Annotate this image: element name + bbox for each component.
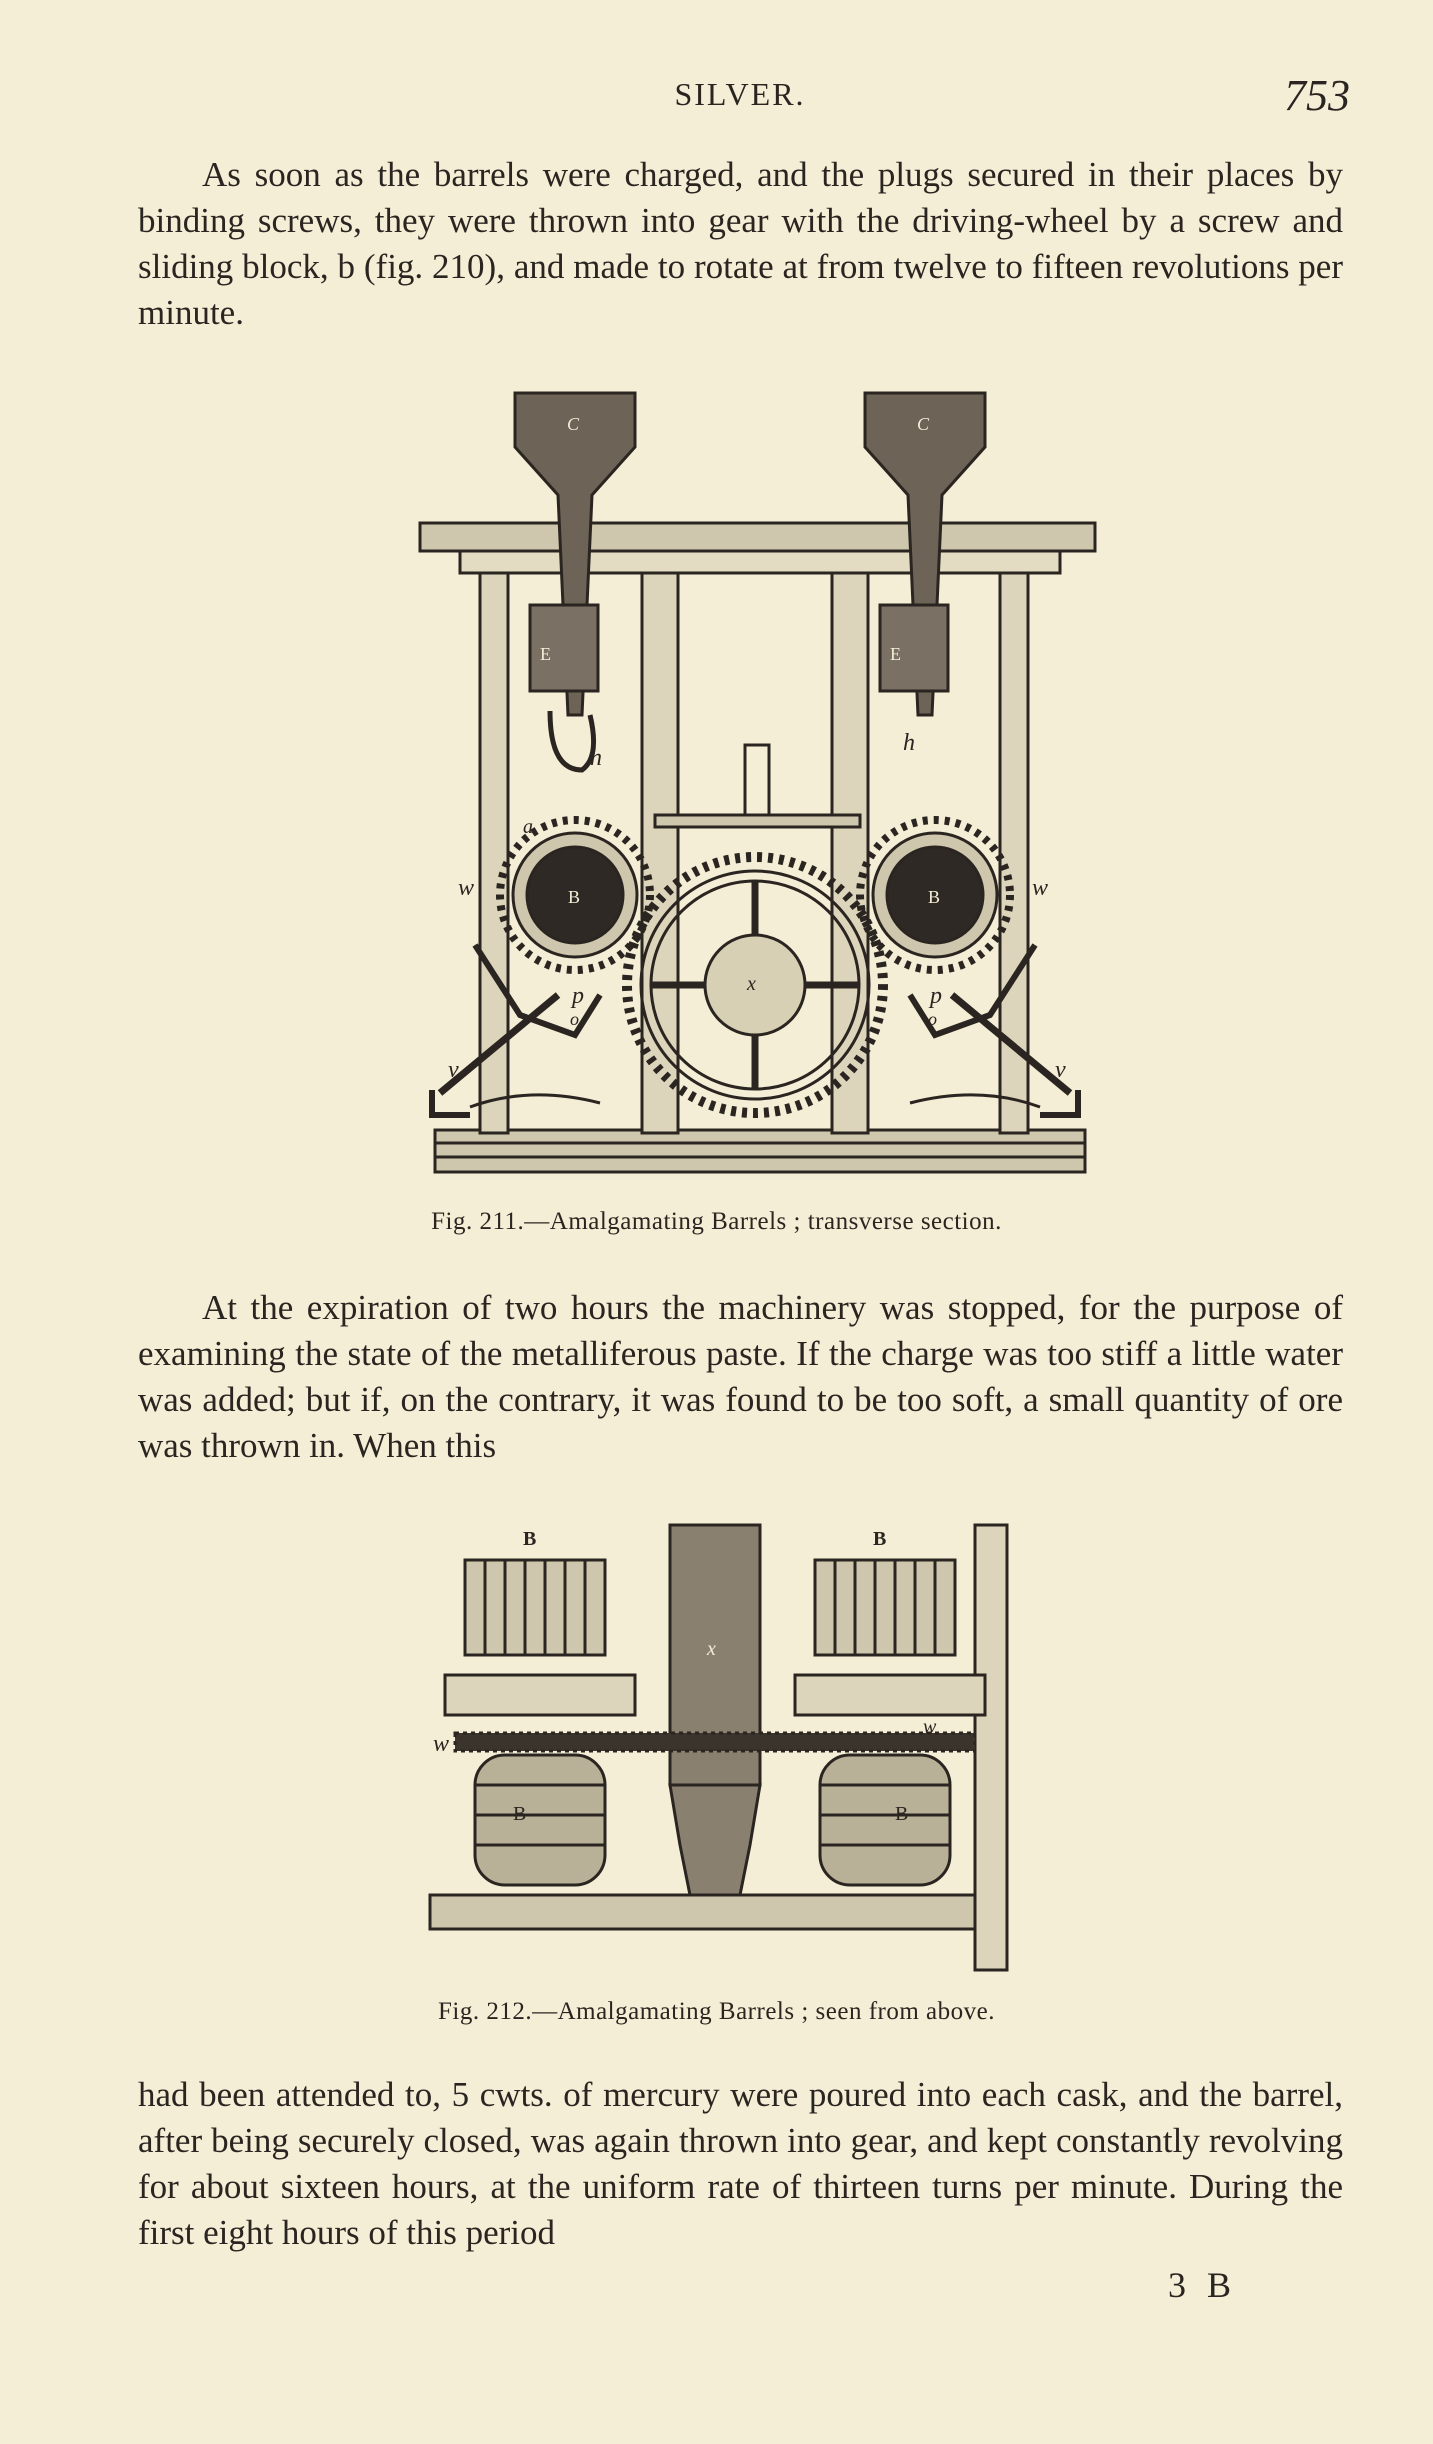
fig211-label-c-right: C xyxy=(917,414,930,434)
fig211-label-w-right: w xyxy=(1032,875,1048,901)
fig211-label-e-left: E xyxy=(540,644,551,664)
fig211-label-e-right: E xyxy=(890,644,901,664)
fig211-label-x: x xyxy=(746,973,756,995)
fig212-label-w-right: w xyxy=(923,1716,937,1738)
fig211-label-a: a xyxy=(523,816,533,838)
fig211-label-b-right: B xyxy=(928,887,940,907)
fig212-label-b-lower-left: B xyxy=(513,1803,526,1825)
fig212-label-b-top-left: B xyxy=(523,1528,536,1550)
figure-212-engraving: B B B B x w w xyxy=(428,1523,1009,1972)
figure-211: C C E E h h a w w B B x p p o o v v xyxy=(410,385,1100,1185)
paragraph-3: had been attended to, 5 cwts. of mercury… xyxy=(138,2072,1343,2256)
fig211-label-v-right: v xyxy=(1055,1057,1066,1083)
fig211-label-w-left: w xyxy=(458,875,474,901)
figure-211-engraving: C C E E h h a w w B B x p p o o v v xyxy=(418,391,1097,1174)
fig212-label-b-lower-right: B xyxy=(895,1803,908,1825)
paragraph-2: At the expiration of two hours the machi… xyxy=(138,1285,1343,1469)
fig211-label-h-left: h xyxy=(590,745,602,771)
figure-212-caption: Fig. 212.—Amalgamating Barrels ; seen fr… xyxy=(437,1998,996,2025)
figure-211-caption: Fig. 211.—Amalgamating Barrels ; transve… xyxy=(431,1208,1002,1235)
fig212-label-w-left: w xyxy=(433,1731,449,1757)
paragraph-1-text: As soon as the barrels were charged, and… xyxy=(138,155,1343,332)
fig211-label-p-right: p xyxy=(928,983,942,1009)
paragraph-3-text: had been attended to, 5 cwts. of mercury… xyxy=(138,2075,1343,2252)
paragraph-1: As soon as the barrels were charged, and… xyxy=(138,152,1343,336)
signature-mark: 3 B xyxy=(1168,2265,1238,2305)
fig212-label-b-top-right: B xyxy=(873,1528,886,1550)
fig211-label-v-left: v xyxy=(448,1057,459,1083)
running-title: SILVER. xyxy=(674,76,806,112)
fig211-label-o-right: o xyxy=(928,1009,937,1029)
fig212-label-x: x xyxy=(706,1638,716,1660)
fig211-label-b-left: B xyxy=(568,887,580,907)
figure-212: B B B B x w w xyxy=(425,1515,1025,1975)
fig211-label-c-left: C xyxy=(567,414,580,434)
fig211-label-o-left: o xyxy=(570,1009,579,1029)
fig211-label-h-right: h xyxy=(903,730,915,756)
fig211-label-p-left: p xyxy=(570,983,584,1009)
paragraph-2-text: At the expiration of two hours the machi… xyxy=(138,1288,1343,1465)
page-header: SILVER. 753 xyxy=(130,70,1350,130)
page-number: 753 xyxy=(1284,71,1350,120)
